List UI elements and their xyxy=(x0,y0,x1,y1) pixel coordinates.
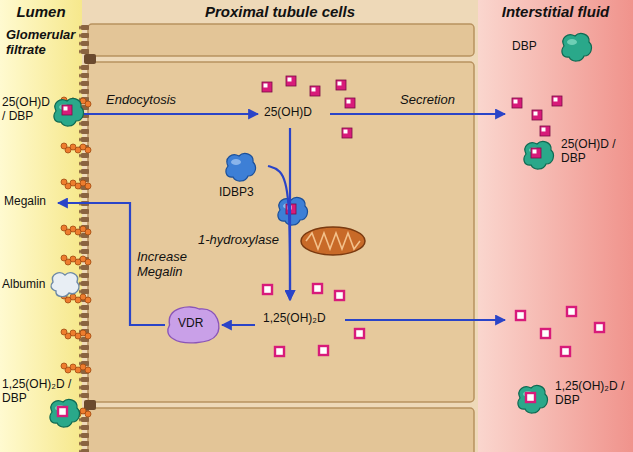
node-text: 25(OH)D / DBP xyxy=(2,96,54,124)
arrow-label: Secretion xyxy=(400,93,455,108)
node-text: 1-hydroxylase xyxy=(198,233,279,248)
vdr-outline xyxy=(168,307,219,343)
vitamin-d-molecules xyxy=(512,96,562,136)
mitochondrion xyxy=(301,227,365,255)
dbp-protein xyxy=(562,34,592,61)
node-text: Albumin xyxy=(2,278,45,292)
node-text: 1,25(OH)₂D / DBP xyxy=(555,380,629,408)
column-heading: Interstitial fluid xyxy=(502,3,610,20)
idbp3-complex xyxy=(278,198,308,225)
node-text: IDBP3 xyxy=(219,186,254,200)
brush-border xyxy=(79,24,89,54)
node-text: 25(OH)D xyxy=(264,106,312,120)
albumin-protein xyxy=(51,273,79,297)
lower-cell xyxy=(88,408,474,452)
dbp-complex xyxy=(54,99,84,126)
receptor-label: Megalin xyxy=(4,193,58,213)
node-text: VDR xyxy=(178,317,203,331)
idbp3-protein xyxy=(226,154,256,181)
column-heading: Lumen xyxy=(16,3,65,20)
dbp-complex xyxy=(50,400,80,427)
metabolite-node: 25(OH)D xyxy=(258,100,330,128)
tight-junction xyxy=(84,400,96,410)
flow-arrow xyxy=(222,324,255,326)
flow-arrow xyxy=(345,319,505,321)
upper-cell xyxy=(88,24,474,56)
column-heading: Proximal tubule cells xyxy=(205,3,355,20)
column-band: Interstitial fluidDBP 25(OH)D / DBP 1,25(O… xyxy=(478,0,633,452)
flow-arrow xyxy=(84,113,258,115)
flow-arrow xyxy=(330,113,505,115)
node-text: DBP xyxy=(512,40,537,54)
complex-label: 1,25(OH)₂D / DBP xyxy=(2,376,86,424)
node-text: 1,25(OH)₂D / DBP xyxy=(2,378,72,406)
receptor-blob: VDR xyxy=(165,305,222,345)
protein-label: DBP xyxy=(512,35,605,62)
column-band: Proximal tubule cells 25(OH)D IDBP3 1-hydro… xyxy=(82,0,478,452)
dbp-complex xyxy=(518,386,548,413)
lumen-ground xyxy=(0,0,82,452)
dbp-complex xyxy=(524,142,554,169)
complex-node: 25(OH)D / DBP xyxy=(505,92,627,180)
node-text: 25(OH)D / DBP xyxy=(561,138,623,166)
arrow-label: Endocytosis xyxy=(106,93,176,108)
region-note: Glomerular filtrate xyxy=(6,28,82,58)
enzyme-label: 1-hydroxylase xyxy=(198,232,283,252)
node-text: Megalin xyxy=(4,195,46,209)
protein-node: IDBP3 xyxy=(215,150,268,205)
metabolite-node: 1,25(OH)₂D xyxy=(255,300,345,340)
complex-node: 1,25(OH)₂D / DBP xyxy=(505,300,633,425)
column-band: Lumen 25(OH)D / DBP MegalinAlbumin 1,25(OH)… xyxy=(0,0,82,452)
cell-layer-ground xyxy=(82,0,478,452)
protein-label: Albumin xyxy=(2,272,80,300)
megalin-receptors xyxy=(61,97,91,417)
complex-label: 25(OH)D / DBP xyxy=(2,92,84,132)
arrow-label: Increase Megalin xyxy=(137,250,203,280)
vitamin-d-molecules xyxy=(262,76,355,138)
tight-junction xyxy=(84,54,96,64)
node-text: 1,25(OH)₂D xyxy=(263,312,326,326)
calcitriol-molecules xyxy=(516,307,604,356)
interstitial-ground xyxy=(478,0,633,452)
